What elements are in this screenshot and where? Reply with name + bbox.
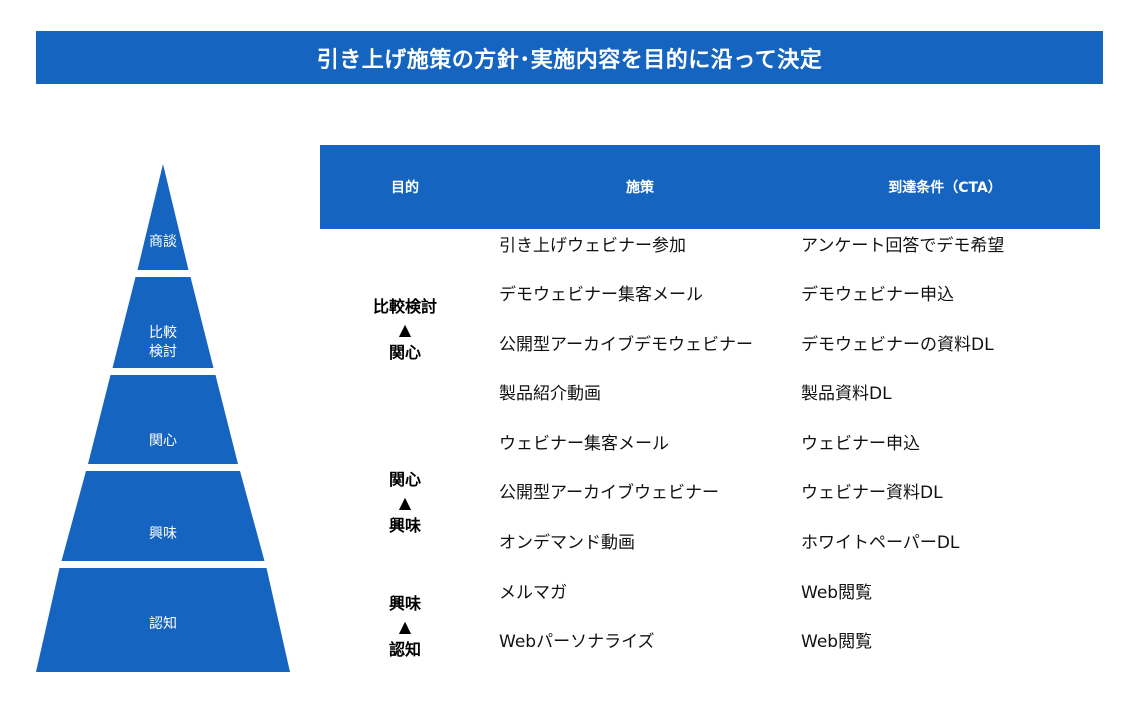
group-label: 比較検討 ▲ 関心 xyxy=(320,295,490,364)
group-label-line: 認知 xyxy=(388,640,421,659)
group-label-line: 比較検討 xyxy=(372,297,437,316)
group-label-line: 関心 xyxy=(388,470,421,489)
measure-cell: 公開型アーカイブデモウェビナー xyxy=(499,335,753,355)
header-cta: 到達条件（CTA） xyxy=(888,180,1002,196)
measure-cell: 製品紹介動画 xyxy=(499,384,601,404)
cta-cell: デモウェビナー申込 xyxy=(801,285,954,305)
group-label-line: 興味 xyxy=(388,516,421,535)
page-title: 引き上げ施策の方針･実施内容を目的に沿って決定 xyxy=(36,31,1103,84)
header-measure: 施策 xyxy=(626,180,654,196)
pyramid-tier-3 xyxy=(88,375,238,464)
pyramid-tier-label: 関心 xyxy=(36,432,290,451)
measure-cell: オンデマンド動画 xyxy=(499,533,635,553)
arrow-up-glyph: ▲ xyxy=(398,493,412,512)
tier-label-line: 商談 xyxy=(149,234,177,250)
group-label-line: 興味 xyxy=(388,594,421,613)
cta-cell: ウェビナー申込 xyxy=(801,434,920,454)
arrow-up-glyph: ▲ xyxy=(398,617,412,636)
measure-cell: 公開型アーカイブウェビナー xyxy=(499,483,719,503)
pyramid-tier-4 xyxy=(61,471,265,561)
measure-cell: デモウェビナー集客メール xyxy=(499,285,703,305)
tier-label-line: 検討 xyxy=(149,344,177,360)
table-header: 目的 施策 到達条件（CTA） xyxy=(320,145,1100,229)
group-label: 興味 ▲ 認知 xyxy=(320,592,490,661)
pyramid-tier-1 xyxy=(137,164,189,270)
tier-label-line: 関心 xyxy=(149,433,177,449)
header-purpose: 目的 xyxy=(391,180,419,196)
pyramid-shapes xyxy=(36,164,290,672)
measure-cell: メルマガ xyxy=(499,583,567,603)
pyramid-tier-label: 比較 検討 xyxy=(36,324,290,362)
cta-cell: 製品資料DL xyxy=(801,384,892,404)
funnel-pyramid: 商談 比較 検討 関心 興味 認知 xyxy=(36,164,290,672)
measure-cell: 引き上げウェビナー参加 xyxy=(499,236,686,256)
pyramid-tier-label: 商談 xyxy=(36,233,290,252)
pyramid-tier-5 xyxy=(36,568,290,672)
cta-cell: Web閲覧 xyxy=(801,632,873,652)
group-label: 関心 ▲ 興味 xyxy=(320,468,490,537)
pyramid-tier-label: 興味 xyxy=(36,525,290,544)
pyramid-tier-label: 認知 xyxy=(36,615,290,634)
tier-label-line: 興味 xyxy=(149,526,177,542)
pyramid-tier-2 xyxy=(112,277,214,368)
tier-label-line: 比較 xyxy=(149,325,177,341)
group-label-line: 関心 xyxy=(388,343,421,362)
cta-cell: デモウェビナーの資料DL xyxy=(801,335,994,355)
measure-cell: Webパーソナライズ xyxy=(499,632,655,652)
cta-cell: Web閲覧 xyxy=(801,583,873,603)
cta-cell: アンケート回答でデモ希望 xyxy=(801,236,1005,256)
measure-cell: ウェビナー集客メール xyxy=(499,434,669,454)
cta-cell: ホワイトペーパーDL xyxy=(801,533,960,553)
arrow-up-glyph: ▲ xyxy=(398,320,412,339)
tier-label-line: 認知 xyxy=(149,616,177,632)
cta-cell: ウェビナー資料DL xyxy=(801,483,943,503)
